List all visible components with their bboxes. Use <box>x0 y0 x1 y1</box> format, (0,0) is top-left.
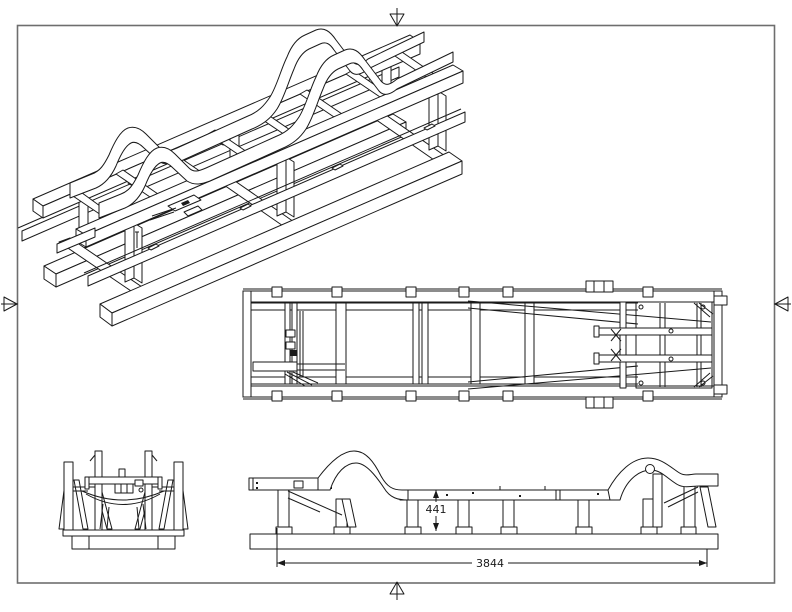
post <box>276 156 287 217</box>
plan-post-tabs <box>271 286 654 402</box>
side-posts <box>275 474 697 535</box>
plan-left-hardware <box>252 311 345 387</box>
center-mark-bottom-icon <box>389 581 405 600</box>
center-mark-top-icon <box>389 8 405 27</box>
post <box>124 222 135 283</box>
dimension-441-text: 441 <box>426 503 447 516</box>
front-crossbar <box>86 476 161 485</box>
view-plan <box>242 280 728 409</box>
view-isometric <box>17 28 466 327</box>
plan-rungs <box>284 302 535 385</box>
front-base <box>62 529 185 537</box>
dimension-3844: 3844 <box>276 528 708 570</box>
arrow-down-icon <box>433 523 439 531</box>
front-foot <box>71 535 176 550</box>
plan-chassis-taper <box>467 300 712 390</box>
front-post <box>173 461 184 531</box>
front-post <box>94 450 103 531</box>
s-rail-near <box>98 48 454 219</box>
plan-clamp-tabs <box>585 280 614 409</box>
side-stand <box>652 473 663 528</box>
view-side <box>248 450 719 550</box>
center-mark-right-icon <box>774 296 791 312</box>
arrow-left-icon <box>277 560 285 566</box>
plan-clamp-box <box>593 295 728 395</box>
arrow-up-icon <box>433 490 439 498</box>
clamp-beam <box>56 227 96 254</box>
side-hump-left <box>317 450 409 501</box>
side-base <box>249 533 719 550</box>
plan-end-left <box>242 290 252 398</box>
front-clamp <box>114 483 134 494</box>
dimension-3844-text: 3844 <box>476 557 504 570</box>
side-rail-mid <box>399 489 613 501</box>
center-mark-left-icon <box>1 296 18 312</box>
arrow-right-icon <box>699 560 707 566</box>
dimension-441: 441 <box>426 490 447 531</box>
view-front <box>58 450 189 550</box>
front-saddle-arc <box>81 490 165 501</box>
front-post <box>63 461 74 531</box>
front-post <box>144 450 153 531</box>
hole <box>645 464 655 474</box>
clamp-hardware <box>135 194 203 248</box>
front-column <box>99 503 147 530</box>
plan-end-right <box>713 290 723 398</box>
